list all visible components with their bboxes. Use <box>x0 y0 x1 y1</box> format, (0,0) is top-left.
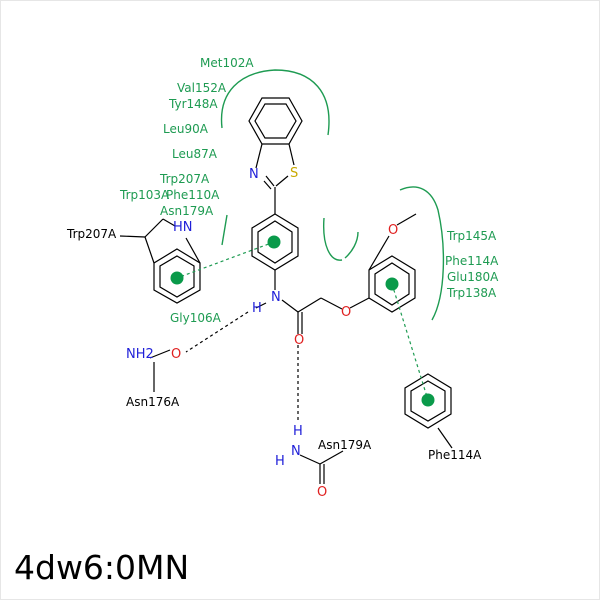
methoxyphenyl-inner <box>374 262 410 306</box>
residue-label: Phe110A <box>166 188 220 202</box>
benzothiazole-benzene-ring <box>248 97 303 145</box>
residue-labels: Trp207A Asn176A Asn179A Phe114A <box>66 227 482 462</box>
atom-o: O <box>171 347 181 362</box>
atom-o: O <box>341 305 351 320</box>
hydrogen-bonds <box>185 311 299 422</box>
atom-o: O <box>388 223 398 238</box>
residue-label: Asn179A <box>160 204 214 218</box>
hbond-asn176 <box>185 311 249 353</box>
residue-label-asn179: Asn179A <box>318 438 372 452</box>
pi-stack-trp207 <box>176 241 275 279</box>
pi-stack-phe114 <box>391 283 429 401</box>
central-phenyl-inner <box>257 220 293 264</box>
phe114-phenyl-ring <box>404 373 452 429</box>
centroid-methoxyphenyl <box>385 277 399 291</box>
residue-label: Glu180A <box>447 270 499 284</box>
hydrophobic-labels: Met102A Val152A Tyr148A Leu90A Leu87A Tr… <box>119 56 499 325</box>
atom-labels: N S N H O O O HN NH2 O H N H O <box>126 166 398 500</box>
residue-label-trp207: Trp207A <box>66 227 117 241</box>
indole-benzene-inner <box>159 255 195 298</box>
atom-h: H <box>252 301 262 316</box>
residue-label: Phe114A <box>445 254 499 268</box>
atom-h: H <box>275 454 285 469</box>
ligand-bonds <box>119 97 453 484</box>
atom-s: S <box>290 166 298 181</box>
centroid-indole <box>170 271 184 285</box>
residue-label: Met102A <box>200 56 254 70</box>
ring-centroids <box>170 235 435 407</box>
residue-label: Leu87A <box>172 147 218 161</box>
hydrophobic-arc-right <box>399 186 445 321</box>
centroid-central-phenyl <box>267 235 281 249</box>
hydrophobic-arc-left <box>221 214 228 246</box>
hydrophobic-arc-middle-left <box>323 217 343 261</box>
residue-label: Trp138A <box>446 286 497 300</box>
hydrophobic-arc-top <box>220 69 330 136</box>
atom-n: N <box>249 167 259 182</box>
centroid-phe114 <box>421 393 435 407</box>
benzothiazole-benzene-inner <box>254 103 297 139</box>
atom-nh2: NH2 <box>126 347 154 362</box>
hydrophobic-arcs <box>220 69 445 321</box>
hydrophobic-arc-middle-right <box>344 231 359 259</box>
residue-label: Tyr148A <box>168 97 218 111</box>
residue-label: Trp103A <box>119 188 170 202</box>
atom-n: N <box>271 290 281 305</box>
residue-label: Trp145A <box>446 229 497 243</box>
residue-label: Leu90A <box>163 122 209 136</box>
pi-contacts <box>176 241 429 401</box>
diagram-title: 4dw6:0MN <box>14 548 190 587</box>
residue-label: Gly106A <box>170 311 222 325</box>
atom-n: N <box>291 444 301 459</box>
residue-label-phe114: Phe114A <box>428 448 482 462</box>
atom-hn: HN <box>173 220 193 235</box>
residue-label-asn176: Asn176A <box>126 395 180 409</box>
atom-o: O <box>294 333 304 348</box>
atom-h: H <box>293 424 303 439</box>
residue-label: Trp207A <box>159 172 210 186</box>
atom-o: O <box>317 485 327 500</box>
phe114-phenyl-inner <box>410 380 446 422</box>
residue-label: Val152A <box>177 81 227 95</box>
